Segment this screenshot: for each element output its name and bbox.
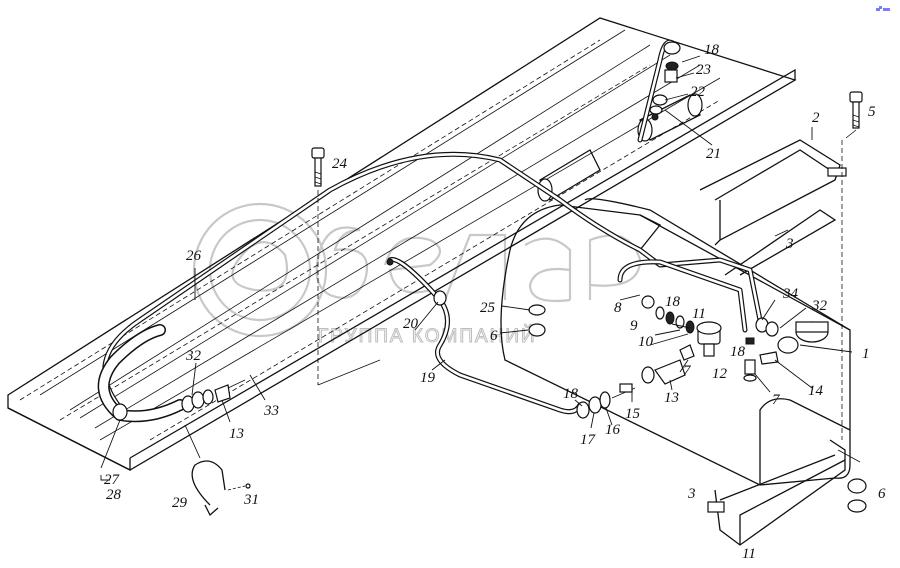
tank-bracket-lower [707, 439, 846, 546]
frame-rail-outline [7, 17, 797, 471]
watermark-letter-a [524, 237, 572, 303]
label-part-12: 12 [712, 366, 728, 382]
label-part-18-bottom: 18 [563, 386, 579, 402]
label-part-32-right: 32 [811, 298, 828, 314]
part-labels: 2 5 18 23 22 21 24 3 26 34 32 1 14 7 18 … [104, 42, 886, 562]
watermark-subtitle: ГРУППА КОМПАНИЙ [318, 325, 537, 347]
label-part-28: 28 [106, 487, 122, 503]
fuel-tank [500, 198, 851, 486]
label-part-26: 26 [186, 248, 202, 264]
label-part-19: 19 [420, 370, 436, 386]
label-part-32-left: 32 [185, 348, 202, 364]
label-part-2: 2 [812, 110, 820, 126]
bracket-lower-tab [707, 501, 725, 513]
label-part-9: 9 [630, 318, 638, 334]
label-part-1: 1 [862, 346, 870, 362]
label-part-31: 31 [243, 492, 259, 508]
fittings [181, 41, 799, 419]
fitting-20 [386, 258, 447, 306]
label-part-11-mid: 11 [692, 306, 706, 322]
label-part-18-right: 18 [730, 344, 746, 360]
fitting-cluster-tank-top [743, 317, 799, 382]
fitting-cluster-lower-left [181, 379, 246, 413]
label-part-6-right: 6 [878, 486, 886, 502]
label-part-25: 25 [480, 300, 496, 316]
label-part-17: 17 [580, 432, 597, 448]
fitting-cluster-upper [649, 41, 681, 115]
watermark: ГРУППА КОМПАНИЙ [192, 202, 642, 348]
label-part-6-mid: 6 [490, 328, 498, 344]
leader-lines [100, 55, 853, 481]
bracket-tab [827, 167, 847, 177]
label-part-29: 29 [172, 495, 188, 511]
frame-rail-top-edge [129, 68, 796, 459]
bolt-24 [311, 147, 381, 386]
watermark-logo-mark [231, 241, 289, 292]
fuel-tank-body [500, 204, 851, 486]
label-part-8: 8 [614, 300, 622, 316]
watermark-letter-p [588, 234, 642, 300]
label-part-15: 15 [625, 406, 641, 422]
label-part-11-bottom: 11 [742, 546, 756, 562]
flex-hose [97, 324, 186, 423]
watermark-letter-l [443, 233, 507, 301]
watermark-letter-b [315, 226, 369, 299]
label-part-7-right: 7 [772, 392, 781, 408]
label-part-7-mid: 7 [683, 363, 692, 379]
fitting-cluster-tank-outlet [641, 295, 722, 357]
label-part-10: 10 [638, 334, 654, 350]
label-part-13-left: 13 [229, 426, 244, 442]
fitting-cluster-tank-bottom [576, 344, 695, 419]
label-part-3-bottom: 3 [687, 486, 696, 502]
label-part-27: 27 [104, 472, 121, 488]
label-part-16: 16 [605, 422, 621, 438]
nuts-25-6 [528, 304, 546, 337]
bolt-5 [841, 91, 863, 440]
nuts-6-lower [837, 449, 867, 513]
label-part-33: 33 [263, 403, 279, 419]
label-part-18-top: 18 [704, 42, 720, 58]
label-part-24: 24 [332, 156, 348, 172]
label-part-23: 23 [696, 62, 711, 78]
label-part-13-right: 13 [664, 390, 679, 406]
frame-rail-edge [7, 407, 131, 472]
label-part-20: 20 [403, 316, 419, 332]
label-part-5: 5 [868, 104, 876, 120]
watermark-ring-outer [192, 202, 328, 338]
label-part-21: 21 [706, 146, 721, 162]
label-part-18-mid: 18 [665, 294, 681, 310]
clamp-29 [184, 424, 251, 517]
label-part-22: 22 [690, 84, 706, 100]
upper-feed-pipe [637, 39, 678, 143]
label-part-14: 14 [808, 383, 824, 399]
label-part-34: 34 [782, 286, 799, 302]
corner-mark [876, 6, 890, 11]
label-part-3-top: 3 [785, 236, 794, 252]
tank-bracket-upper [699, 139, 847, 276]
watermark-letter-e [383, 236, 442, 294]
